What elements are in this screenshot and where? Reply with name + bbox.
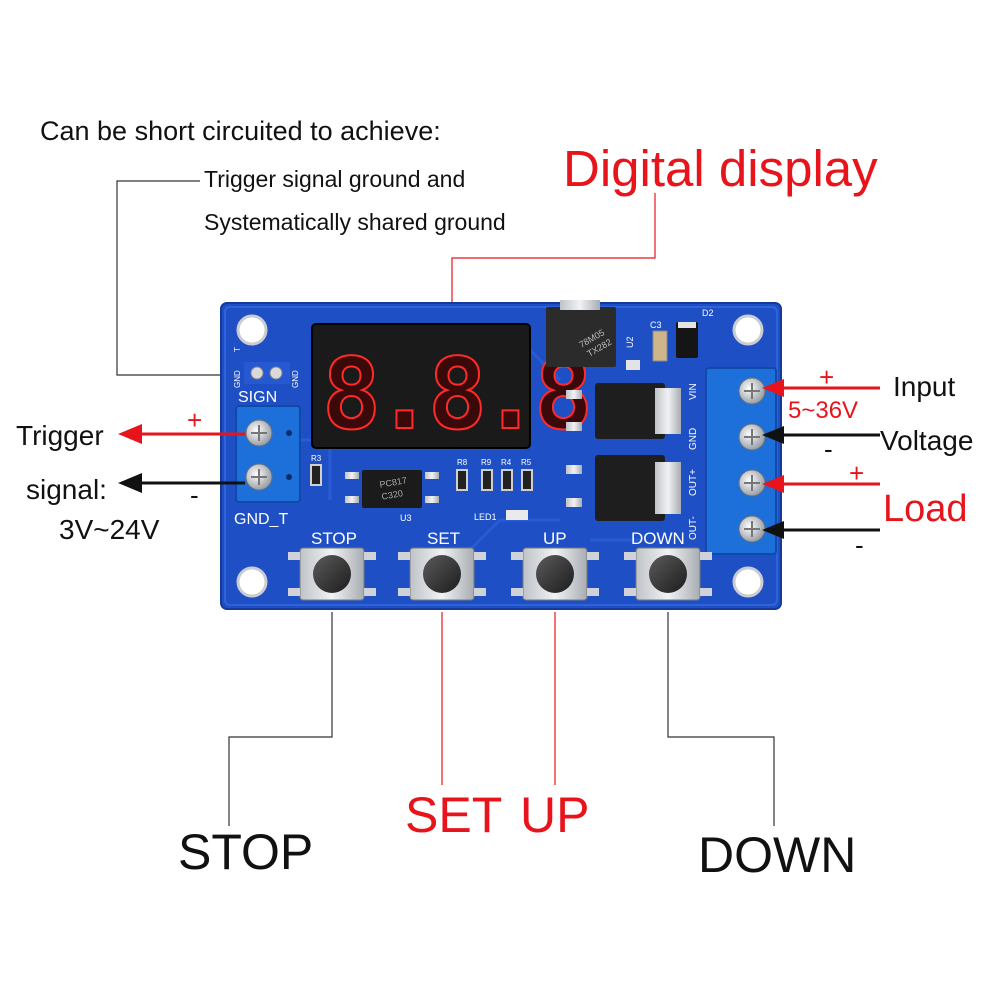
d2-label: D2: [702, 308, 714, 318]
trigger-terminal-block: [235, 405, 301, 503]
terminal-out-minus-label: OUT-: [688, 516, 699, 540]
short-circuit-header: Can be short circuited to achieve:: [40, 116, 441, 146]
digital-display-label: Digital display: [563, 140, 878, 197]
pcb-label-down: DOWN: [631, 529, 685, 548]
gnd-left-label: GND: [233, 370, 242, 388]
r9-label: R9: [481, 458, 492, 467]
r8-label: R8: [457, 458, 468, 467]
input-label: Input: [893, 371, 956, 402]
u3-label: U3: [400, 513, 412, 523]
power-terminal-block: [705, 367, 777, 555]
short-circuit-leader: [116, 180, 230, 376]
c3-label: C3: [650, 320, 662, 330]
gnd-t-pad-label: T: [233, 347, 242, 352]
load-label: Load: [883, 488, 968, 530]
r3-label: R3: [311, 454, 322, 463]
mosfet-lower: [566, 455, 681, 521]
optocoupler: PC817 C320: [345, 470, 439, 508]
load-minus-arrow: [762, 521, 880, 539]
terminal-gnd-label: GND: [688, 428, 699, 450]
seven-segment-display: 8.8.8.: [311, 323, 647, 453]
input-plus-sign: +: [819, 362, 835, 392]
r4-label: R4: [501, 458, 512, 467]
pcb-label-stop: STOP: [311, 529, 357, 548]
pcb-button-stop: [299, 547, 365, 601]
pcb-button-up: [522, 547, 588, 601]
input-minus-arrow: [762, 426, 880, 444]
stop-leader: [228, 612, 333, 826]
trigger-label: Trigger: [16, 420, 104, 451]
signal-range-label: 3V~24V: [59, 514, 160, 545]
set-callout: SET: [405, 787, 503, 843]
stop-callout: STOP: [178, 824, 314, 880]
u2-label: U2: [625, 336, 635, 348]
up-callout: UP: [520, 787, 590, 843]
terminal-vin-label: VIN: [688, 383, 699, 400]
voltage-range-label: 5~36V: [788, 397, 859, 424]
load-minus-sign: -: [855, 530, 864, 560]
pcb-buttons: [288, 547, 712, 601]
trigger-minus-sign: -: [190, 480, 199, 510]
signal-label: signal:: [26, 474, 107, 505]
pcb-button-set: [409, 547, 475, 601]
optocoupler-code: C320: [381, 488, 404, 502]
display-digits: 8.8.8.: [322, 338, 640, 452]
input-plus-arrow: [762, 379, 880, 397]
down-callout: DOWN: [698, 827, 857, 883]
short-circuit-line1: Trigger signal ground and: [204, 166, 466, 192]
load-plus-arrow: [762, 475, 880, 493]
voltage-regulator: 78M05 TX282 U2: [546, 300, 640, 370]
optocoupler-label: PC817: [379, 475, 408, 490]
voltage-label: Voltage: [880, 425, 974, 456]
load-plus-sign: +: [849, 458, 865, 488]
sign-label: SIGN: [238, 389, 277, 406]
r5-label: R5: [521, 458, 532, 467]
digital-display-leader: [451, 193, 656, 326]
trigger-minus-arrow: [118, 473, 245, 493]
led1-label: LED1: [474, 512, 497, 522]
trigger-plus-arrow: [118, 424, 245, 444]
short-circuit-line2: Systematically shared ground: [204, 209, 506, 235]
gnd-right-label: GND: [291, 370, 300, 388]
terminal-out-plus-label: OUT+: [688, 469, 699, 496]
pcb-button-down: [635, 547, 701, 601]
down-leader: [667, 612, 775, 826]
pcb-label-set: SET: [427, 529, 460, 548]
pcb-label-up: UP: [543, 529, 567, 548]
trigger-plus-sign: +: [187, 405, 203, 435]
input-minus-sign: -: [824, 434, 833, 464]
mosfet-upper: [566, 383, 681, 439]
gnd-t-label: GND_T: [234, 511, 288, 528]
